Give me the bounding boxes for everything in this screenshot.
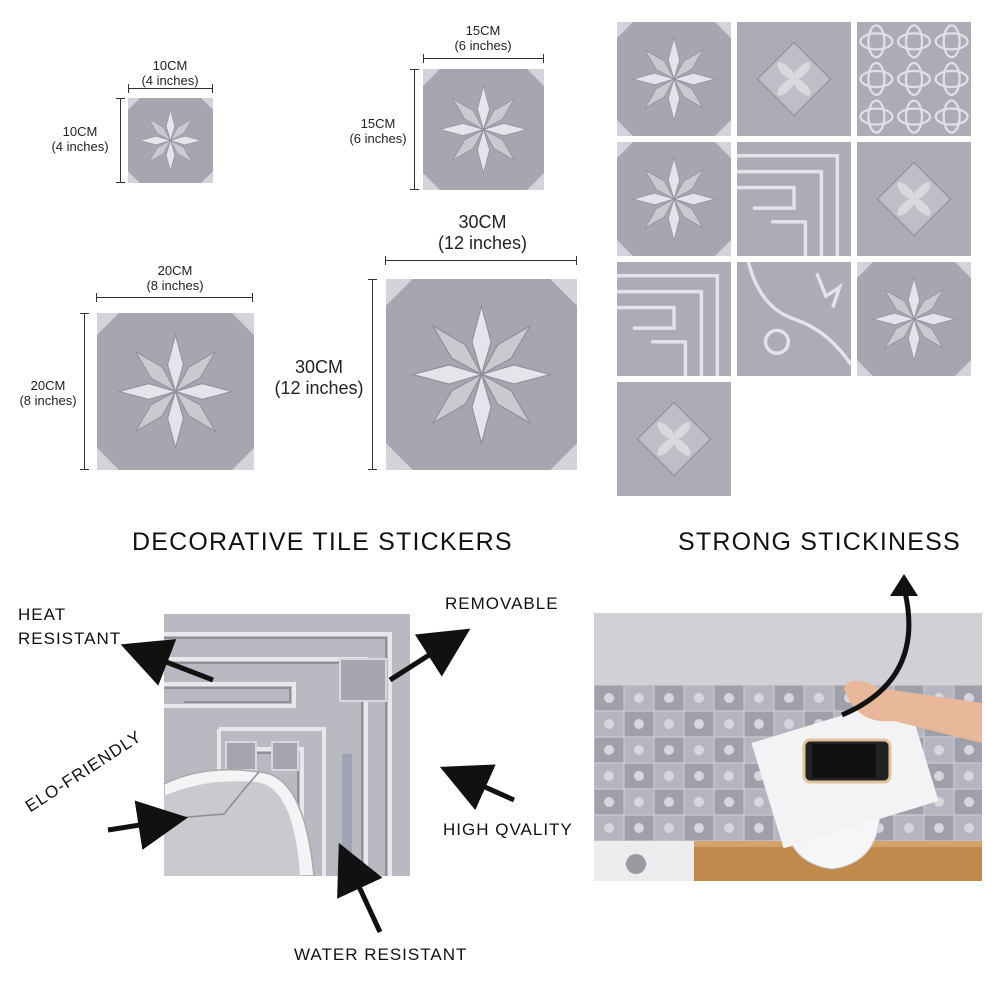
- removable-label: REMOVABLE: [445, 594, 559, 613]
- stickiness-arrow: [841, 574, 918, 718]
- decorative-tile-stickers-heading: DECORATIVE TILE STICKERS: [132, 528, 513, 556]
- pattern-tile-star-corners: [617, 142, 731, 256]
- high-quality-label: HIGH QVALITY: [443, 820, 573, 839]
- height-dimension-line-20: [80, 313, 89, 470]
- pattern-tile-fleur-corner: [737, 262, 851, 376]
- width-dimension-line-10: [128, 84, 213, 93]
- height-label-30: 30CM(12 inches): [274, 357, 364, 398]
- width-label-30: 30CM(12 inches): [437, 212, 528, 253]
- height-dimension-line-15: [410, 69, 419, 190]
- strong-stickiness-heading: STRONG STICKINESS: [678, 528, 961, 556]
- height-dimension-line-10: [116, 98, 125, 183]
- width-dimension-line-20: [96, 293, 253, 302]
- pattern-tile-star-corners: [857, 262, 971, 376]
- pattern-tile-petal-lattice: [857, 22, 971, 136]
- pattern-tile-meander-corner: [617, 262, 731, 376]
- water-resistant-label: WATER RESISTANT: [294, 945, 468, 964]
- width-label-10: 10CM(4 inches): [141, 58, 199, 88]
- tile-sample-30cm: [386, 279, 577, 470]
- feature-arrows: [107, 628, 516, 934]
- removable-arrow: [388, 628, 471, 683]
- pattern-grid: [617, 22, 971, 496]
- width-dimension-line-30: [385, 256, 577, 265]
- eco-arrow: [107, 800, 188, 850]
- height-dimension-line-30: [368, 279, 377, 470]
- tile-sample-15cm: [423, 69, 544, 190]
- height-label-20: 20CM(8 inches): [19, 378, 77, 408]
- pattern-tile-flower-diamond: [737, 22, 851, 136]
- feature-tile-peel: [164, 614, 410, 876]
- bathroom-photo: [594, 613, 982, 881]
- quality-arrow: [439, 764, 516, 811]
- height-label-15: 15CM(6 inches): [349, 116, 407, 146]
- width-label-15: 15CM(6 inches): [454, 23, 512, 53]
- pattern-tile-meander: [737, 142, 851, 256]
- height-label-10: 10CM(4 inches): [51, 124, 109, 154]
- width-dimension-line-15: [423, 54, 544, 63]
- pattern-tile-diamond-flower: [617, 382, 731, 496]
- width-label-20: 20CM(8 inches): [146, 263, 204, 293]
- tile-sample-20cm: [97, 313, 254, 470]
- tile-sample-10cm: [128, 98, 213, 183]
- water-arrow: [337, 842, 383, 934]
- pattern-tile-diamond-flower: [857, 142, 971, 256]
- heat-arrow: [120, 639, 214, 686]
- pattern-tile-star-corners: [617, 22, 731, 136]
